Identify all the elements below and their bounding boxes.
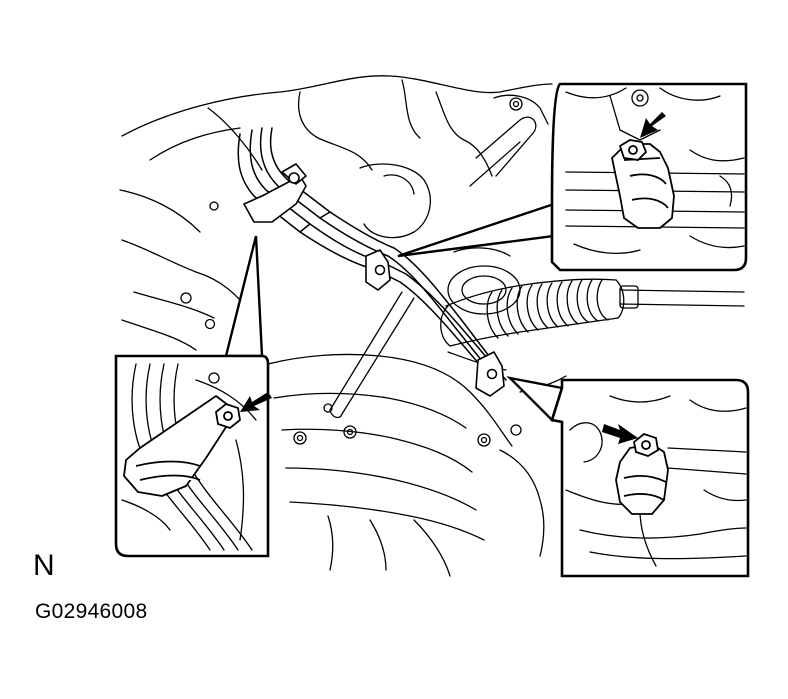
pipe-clamp-middle xyxy=(365,249,391,291)
figure-id: G02946008 xyxy=(35,600,148,623)
callout-arrow-icon xyxy=(640,112,666,138)
rack-boot-bellows xyxy=(486,279,609,339)
bolt-icon xyxy=(633,432,659,457)
pipe-clamp-icon xyxy=(123,395,233,497)
callout-leaders xyxy=(224,202,564,423)
inset-lower-clamp xyxy=(550,378,750,578)
bolt-icon xyxy=(215,402,241,430)
pipe-clamp-icon xyxy=(611,143,675,229)
direction-label: N xyxy=(33,549,55,582)
inset-middle-clamp xyxy=(114,354,272,558)
pipe-clamp-upper xyxy=(243,163,307,223)
bolt-icon xyxy=(618,139,648,161)
callout-arrow-icon xyxy=(602,424,638,444)
pipe-clamp-icon xyxy=(615,443,669,515)
inset-upper-clamp xyxy=(550,82,748,272)
pipe-clamp-lower xyxy=(475,351,505,397)
engine-background xyxy=(119,75,745,577)
steering-pipes xyxy=(237,127,507,387)
callout-arrow-icon xyxy=(240,392,272,412)
